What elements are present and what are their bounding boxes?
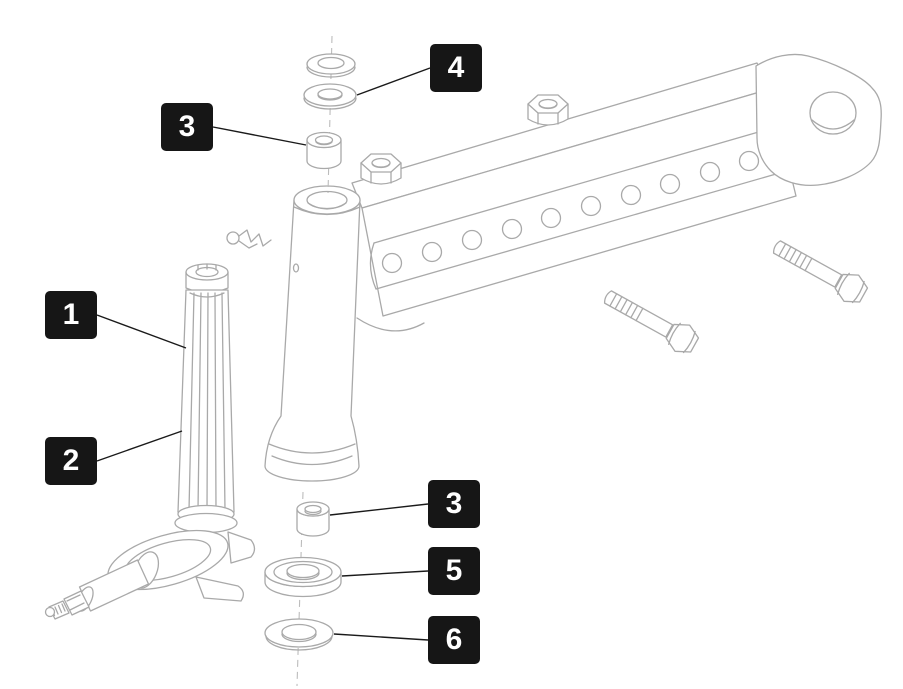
callout-3-top: 3 xyxy=(161,103,213,151)
callout-3-bottom-label: 3 xyxy=(445,487,463,520)
callout-4: 4 xyxy=(430,44,482,92)
leader-lines xyxy=(96,67,431,641)
callout-5-label: 5 xyxy=(445,554,463,587)
washer-stack-top xyxy=(303,35,357,194)
hex-bolt-drawing xyxy=(603,290,700,354)
spindle-drawing xyxy=(44,263,256,620)
bolster-tube-drawing xyxy=(264,185,361,482)
callout-1-label: 1 xyxy=(62,298,80,331)
cotter-pin-drawing xyxy=(226,229,272,249)
callout-2: 2 xyxy=(45,437,97,485)
axle-beam-drawing xyxy=(351,53,882,332)
hex-nut-drawing xyxy=(360,153,402,185)
hex-bolt-drawing xyxy=(772,240,869,304)
callout-5: 5 xyxy=(428,547,480,595)
callout-2-label: 2 xyxy=(62,444,80,477)
callout-4-label: 4 xyxy=(447,51,465,84)
callout-6-label: 6 xyxy=(445,623,463,656)
callout-3-bottom: 3 xyxy=(428,480,480,528)
callout-3-top-label: 3 xyxy=(178,110,196,143)
hex-nut-drawing xyxy=(527,94,569,126)
callout-6: 6 xyxy=(428,616,480,664)
callout-1: 1 xyxy=(45,291,97,339)
washer-stack-bottom xyxy=(264,491,342,687)
